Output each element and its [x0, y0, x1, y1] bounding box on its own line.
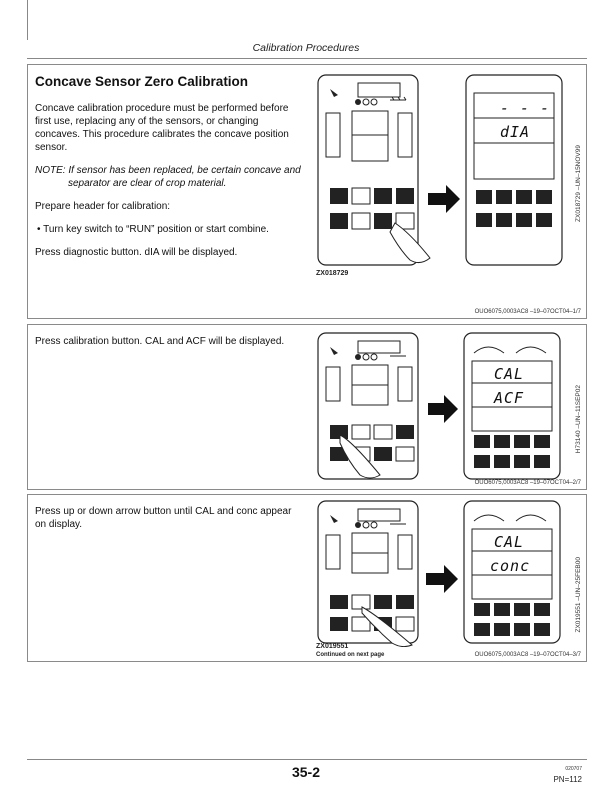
arrow-icon: [428, 185, 460, 213]
console-left: [317, 74, 431, 266]
section-title: Concave Sensor Zero Calibration: [35, 74, 249, 89]
panel2-text: Press calibration button. CAL and ACF wi…: [35, 335, 303, 358]
bullet-item: • Turn key switch to “RUN” position or s…: [37, 224, 269, 235]
figure-id: ZX019551: [316, 643, 349, 650]
figure-id: ZX018729: [316, 270, 349, 277]
reference-code: OUO6075,0003AC8 –19–07OCT04–3/7: [474, 652, 581, 658]
console-right: CAL ACF: [463, 332, 561, 480]
display-line-1: - - -: [500, 99, 550, 117]
display-line-1: CAL: [494, 365, 524, 383]
note-paragraph: NOTE: If sensor has been replaced, be ce…: [35, 165, 301, 189]
bullet-text: Turn key switch to “RUN” position or sta…: [43, 224, 269, 235]
console-right: - - - dIA: [465, 74, 563, 266]
reference-code: OUO6075,0003AC8 –19–07OCT04–1/7: [474, 309, 581, 315]
footer-rule: [27, 759, 587, 760]
display-line-2: dIA: [500, 123, 530, 141]
footer-pn: PN=112: [553, 775, 582, 784]
panel-concave-sensor-zero: Concave Sensor Zero Calibration Concave …: [27, 64, 587, 319]
figure-controller-cal-conc: CAL conc: [317, 500, 561, 647]
page-number: 35-2: [291, 764, 321, 780]
console-left: [317, 332, 419, 480]
footer-date: 020707: [565, 766, 582, 772]
diagnostic-paragraph: Press diagnostic button. dIA will be dis…: [35, 247, 238, 258]
left-margin-rule: [27, 0, 28, 40]
header-rule: [27, 58, 587, 59]
figure-rotated-label: ZX018729 –UN–15NOV99: [575, 145, 582, 222]
section-header: Calibration Procedures: [252, 42, 360, 54]
arrow-icon: [428, 395, 458, 423]
panel-arrow-button: Press up or down arrow button until CAL …: [27, 494, 587, 662]
reference-code: OUO6075,0003AC8 –19–07OCT04–2/7: [474, 480, 581, 486]
console-left: [317, 500, 419, 647]
continued-note: Continued on next page: [316, 652, 385, 658]
console-right: CAL conc: [463, 500, 561, 644]
display-line-1: CAL: [494, 533, 524, 551]
arrow-icon: [426, 565, 458, 593]
arrow-paragraph: Press up or down arrow button until CAL …: [35, 506, 292, 530]
figure-rotated-label: ZX019551 –UN–25FEB00: [575, 557, 582, 633]
prepare-paragraph: Prepare header for calibration:: [35, 201, 171, 212]
display-line-2: ACF: [493, 389, 524, 407]
panel1-text: Concave Sensor Zero Calibration Concave …: [35, 75, 303, 269]
panel-press-calibration: Press calibration button. CAL and ACF wi…: [27, 324, 587, 490]
figure-rotated-label: H73140 –UN–11SEP02: [575, 385, 582, 454]
panel3-text: Press up or down arrow button until CAL …: [35, 505, 303, 541]
figure-controller-dia: - - - dIA: [317, 74, 563, 266]
calibration-paragraph: Press calibration button. CAL and ACF wi…: [35, 336, 285, 347]
display-line-2: conc: [490, 557, 530, 575]
figure-controller-cal-acf: CAL ACF: [317, 332, 561, 480]
intro-paragraph: Concave calibration procedure must be pe…: [35, 103, 289, 153]
